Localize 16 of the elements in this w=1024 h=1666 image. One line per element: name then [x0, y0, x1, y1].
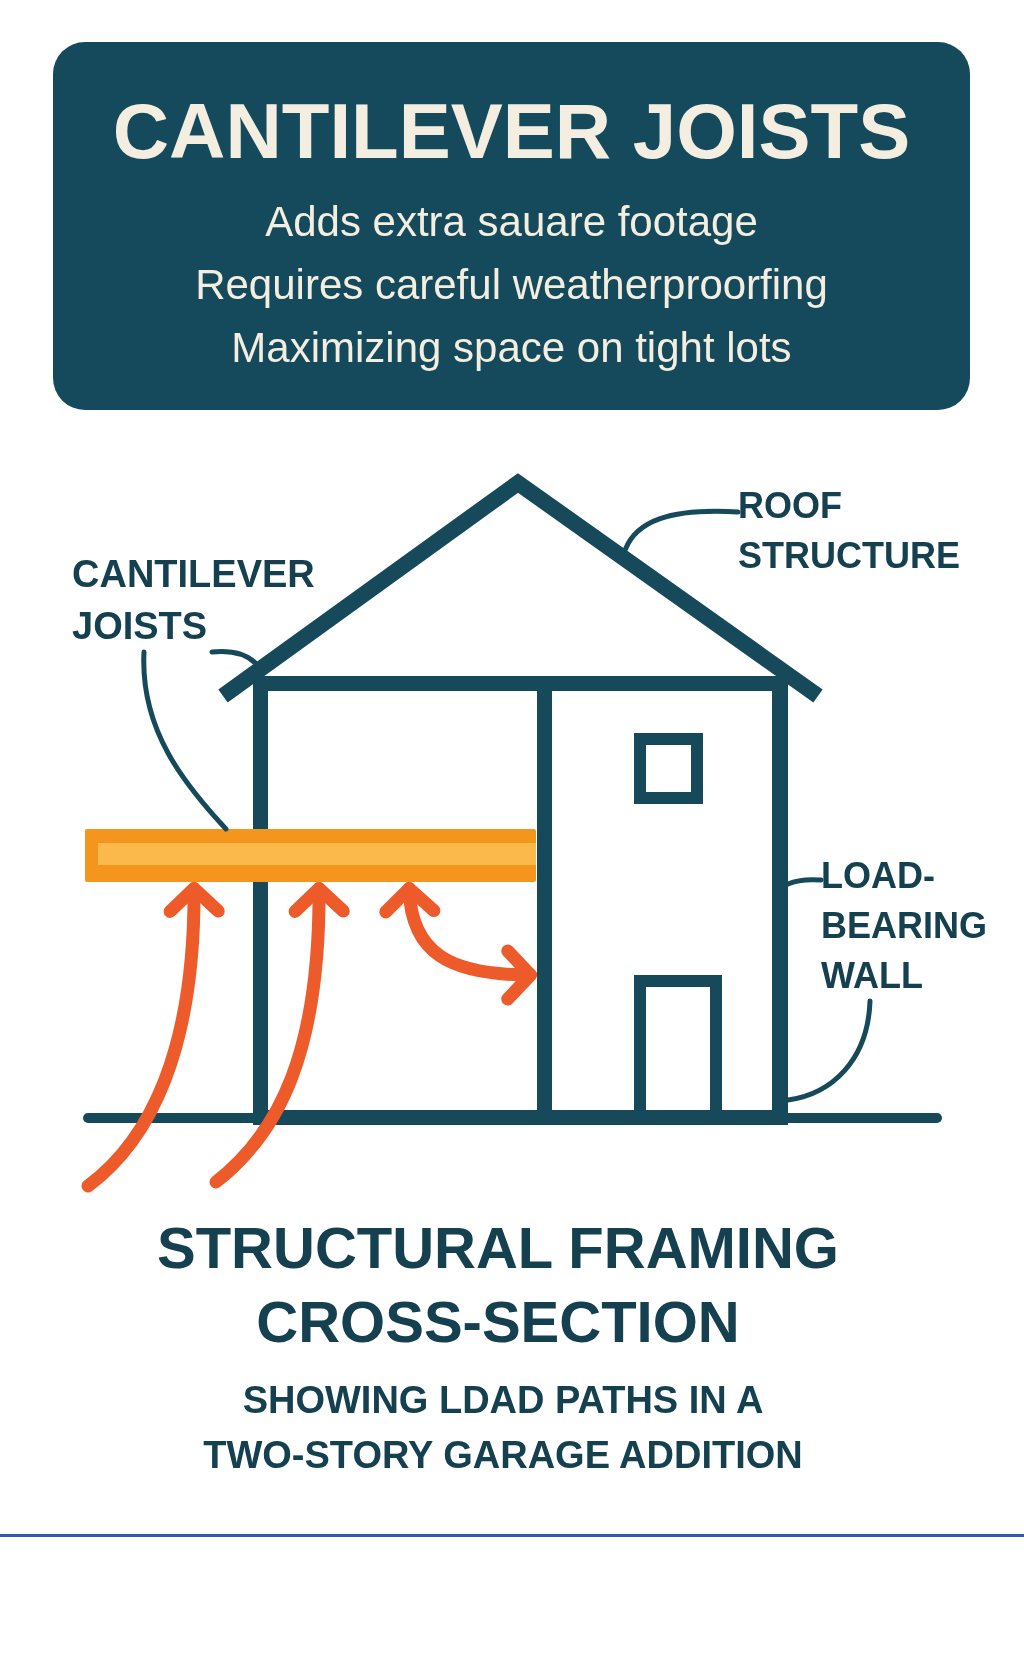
panel-title: CANTILEVER JOISTS	[112, 86, 911, 176]
curved-arrow	[81, 882, 225, 1193]
panel-text: Adds extra sauare footage	[265, 197, 758, 247]
leader-line	[622, 508, 741, 552]
leader-line	[209, 649, 258, 666]
subtitle-text: SHOWING LDAD PATHS IN A TWO-STORY GARAGE ADDITION	[202, 1378, 804, 1478]
callout-label: CANTILEVER JOISTS	[72, 548, 315, 652]
info-panel	[53, 42, 970, 410]
leader-line	[141, 649, 229, 832]
leader-line	[785, 877, 824, 887]
callout-label: LOAD-BEARING WALL	[821, 851, 987, 1001]
diagram-caption: STRUCTURAL FRAMING CROSS-SECTION	[156, 1214, 840, 1356]
callout-label: ROOF STRUCTURE	[738, 481, 960, 581]
leader-line	[785, 998, 873, 1103]
panel-text: Maximizing space on tight lots	[231, 323, 792, 373]
panel-text: Requires careful weatherproorfing	[195, 260, 828, 310]
